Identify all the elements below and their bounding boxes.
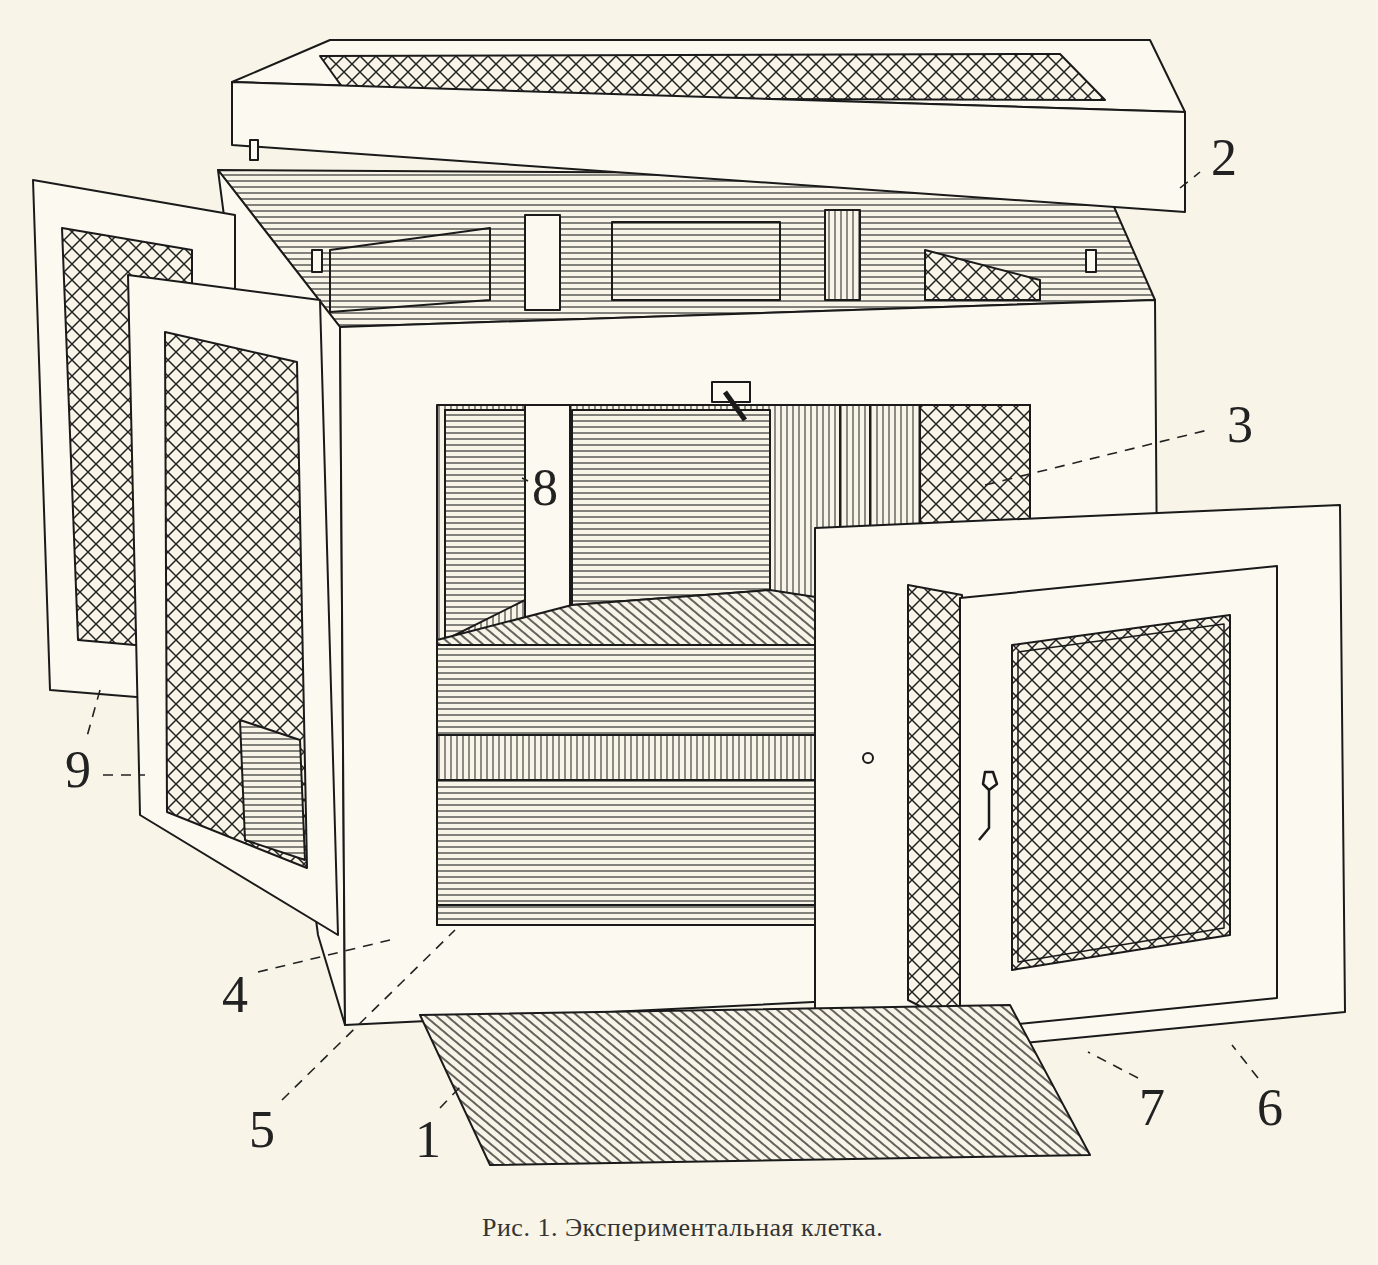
- callout-number: 3: [1227, 399, 1253, 451]
- callout-number: 1: [415, 1114, 441, 1166]
- callout-number: 4: [222, 969, 248, 1021]
- callout-number: 2: [1211, 132, 1237, 184]
- callout-number: 5: [249, 1104, 275, 1156]
- callout-number: 6: [1257, 1082, 1283, 1134]
- figure-caption: Рис. 1. Экспериментальная клетка.: [482, 1212, 883, 1243]
- callout-number: 8: [532, 462, 558, 514]
- callout-number: 7: [1139, 1082, 1165, 1134]
- callout-number: 9: [65, 744, 91, 796]
